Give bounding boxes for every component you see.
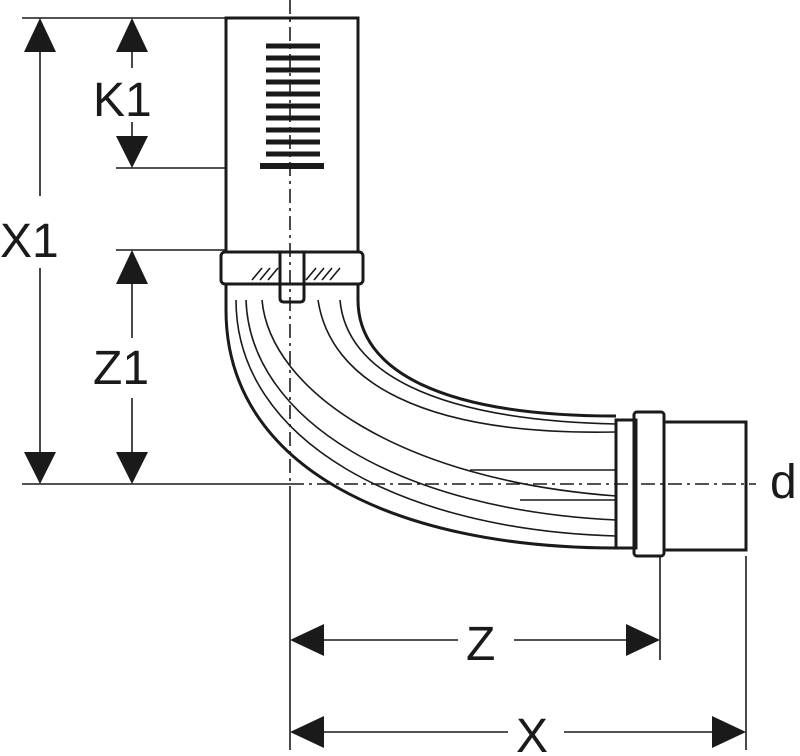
ring-tab bbox=[278, 252, 306, 304]
bend-outer-wall bbox=[224, 284, 617, 550]
horizontal-pipe-end bbox=[662, 420, 748, 552]
x1-arrow-top bbox=[24, 18, 56, 52]
x1-dimension: X1 bbox=[0, 18, 59, 484]
z1-label: Z1 bbox=[93, 342, 149, 395]
center-lines bbox=[289, 0, 756, 496]
x-arrow-left bbox=[290, 716, 324, 748]
k1-arrow-bottom bbox=[116, 136, 148, 168]
x-label: X bbox=[516, 710, 548, 756]
k1-arrow-top bbox=[116, 18, 148, 52]
d-label: d bbox=[770, 456, 797, 509]
z-dimension: Z bbox=[290, 618, 660, 671]
x-arrow-right bbox=[712, 716, 746, 748]
bend-shading bbox=[235, 299, 617, 537]
z1-arrow-bottom bbox=[116, 452, 148, 484]
x1-arrow-bottom bbox=[24, 452, 56, 484]
extension-lines bbox=[22, 17, 747, 750]
z1-arrow-top bbox=[116, 250, 148, 284]
elbow-fitting bbox=[219, 16, 748, 558]
z-label: Z bbox=[466, 618, 495, 671]
vertical-socket bbox=[224, 16, 360, 254]
x1-label: X1 bbox=[0, 215, 59, 268]
x-dimension: X bbox=[290, 710, 746, 756]
z1-dimension: Z1 bbox=[93, 250, 149, 484]
k1-label: K1 bbox=[93, 74, 152, 127]
top-clamp-ring bbox=[219, 250, 365, 286]
z-arrow-right bbox=[626, 624, 660, 656]
z-arrow-left bbox=[290, 624, 324, 656]
ring-hatching bbox=[251, 267, 341, 281]
socket-grip-ribs bbox=[260, 43, 324, 169]
k1-dimension: K1 bbox=[93, 18, 152, 168]
bend-inner-wall bbox=[356, 284, 617, 418]
